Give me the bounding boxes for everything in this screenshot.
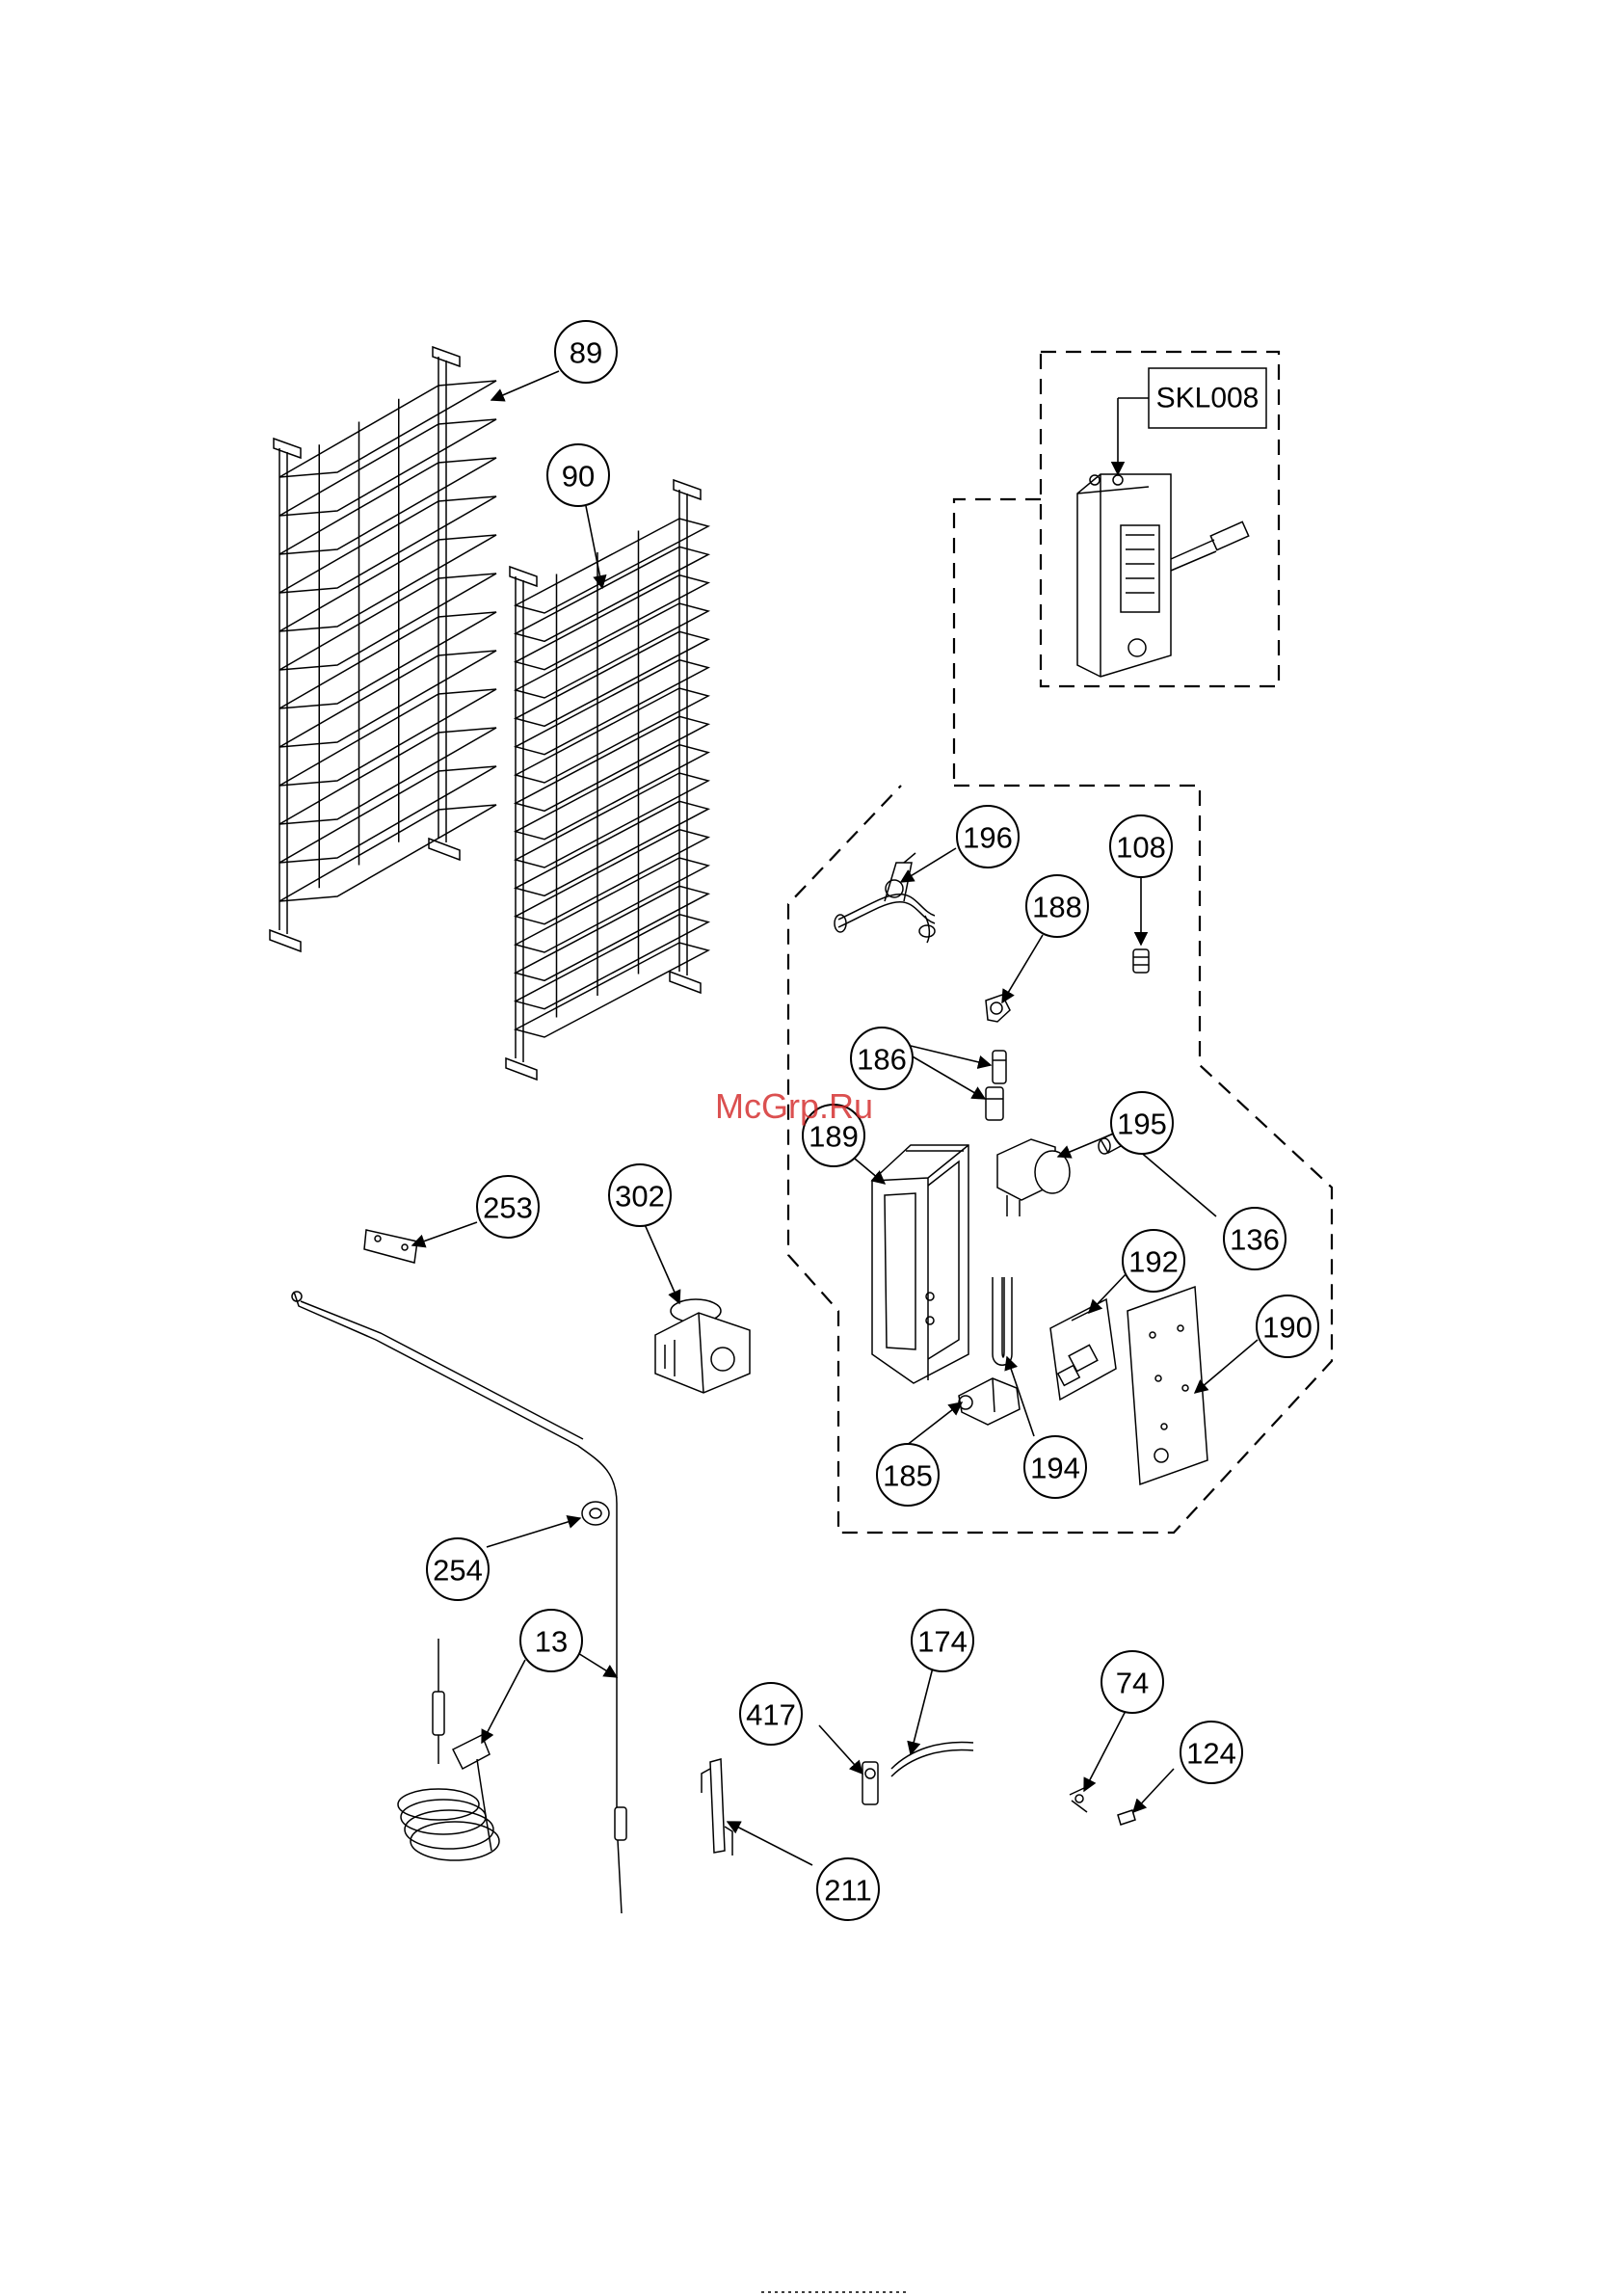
callout-254: 254: [427, 1538, 489, 1600]
nut-part: [1133, 949, 1149, 973]
callout-74: 74: [1101, 1651, 1163, 1713]
solenoid-part: [959, 1378, 1020, 1425]
callout-196: 196: [957, 806, 1019, 868]
callout-label: 185: [883, 1459, 933, 1493]
clip-part: [1118, 1810, 1135, 1825]
callout-label: 254: [433, 1554, 483, 1588]
circuit-board-part: [1050, 1299, 1116, 1400]
bracket-strip-part: [702, 1759, 732, 1855]
callout-13: 13: [520, 1610, 582, 1671]
thermostat-capillary-part: [292, 1292, 626, 1913]
callout-89: 89: [555, 321, 617, 383]
callout-label: 90: [562, 460, 595, 494]
kit-label: SKL008: [1156, 383, 1260, 414]
grommet-part: [582, 1502, 609, 1525]
elbow-fitting-part: [986, 995, 1010, 1022]
callout-label: 253: [483, 1191, 533, 1225]
callout-108: 108: [1110, 815, 1172, 877]
callout-label: 136: [1230, 1223, 1280, 1257]
callout-label: 194: [1030, 1452, 1080, 1485]
callout-417: 417: [740, 1683, 802, 1745]
screw-part: [1070, 1788, 1087, 1812]
control-box-part: [1077, 474, 1249, 677]
callout-211: 211: [817, 1858, 879, 1920]
callout-label: 186: [857, 1043, 907, 1077]
wire-rack-left-part: [270, 347, 496, 951]
callout-label: 89: [570, 336, 602, 370]
callout-label: 74: [1116, 1667, 1149, 1700]
tube-assembly-part: [835, 853, 935, 943]
callout-90: 90: [547, 444, 609, 506]
callout-188: 188: [1026, 875, 1088, 937]
callout-label: 108: [1116, 831, 1166, 865]
callout-253: 253: [477, 1176, 539, 1238]
watermark-text: McGrp.Ru: [715, 1086, 873, 1126]
callout-label: 192: [1128, 1245, 1179, 1279]
callout-185: 185: [877, 1444, 939, 1506]
callout-label: 190: [1262, 1311, 1313, 1345]
callout-label: 196: [963, 821, 1013, 855]
callout-192: 192: [1123, 1230, 1184, 1292]
callout-label: 211: [824, 1874, 871, 1908]
wire-rack-right-part: [506, 480, 708, 1080]
callout-302: 302: [609, 1164, 671, 1226]
callout-186: 186: [851, 1028, 913, 1089]
callout-label: 188: [1032, 891, 1082, 924]
callout-label: 124: [1186, 1737, 1236, 1771]
callout-174: 174: [912, 1610, 973, 1671]
fittings-part: [986, 1051, 1006, 1120]
callout-label: 13: [535, 1625, 568, 1659]
callout-195: 195: [1111, 1092, 1173, 1154]
motor-part: [655, 1299, 750, 1393]
box-housing-part: [872, 1145, 968, 1383]
callout-124: 124: [1180, 1722, 1242, 1783]
callout-136: 136: [1224, 1208, 1286, 1269]
callout-190: 190: [1257, 1295, 1318, 1357]
callout-label: 195: [1117, 1108, 1167, 1141]
callout-label: 417: [746, 1698, 796, 1732]
probe-cable-part: [862, 1742, 973, 1804]
mounting-plate-part: [1127, 1287, 1207, 1484]
callout-194: 194: [1024, 1436, 1086, 1498]
callout-label: 302: [615, 1180, 665, 1214]
callout-label: 174: [917, 1625, 968, 1659]
valve-part: [997, 1139, 1070, 1216]
small-bracket-part: [364, 1230, 417, 1263]
u-tube-part: [993, 1277, 1012, 1365]
